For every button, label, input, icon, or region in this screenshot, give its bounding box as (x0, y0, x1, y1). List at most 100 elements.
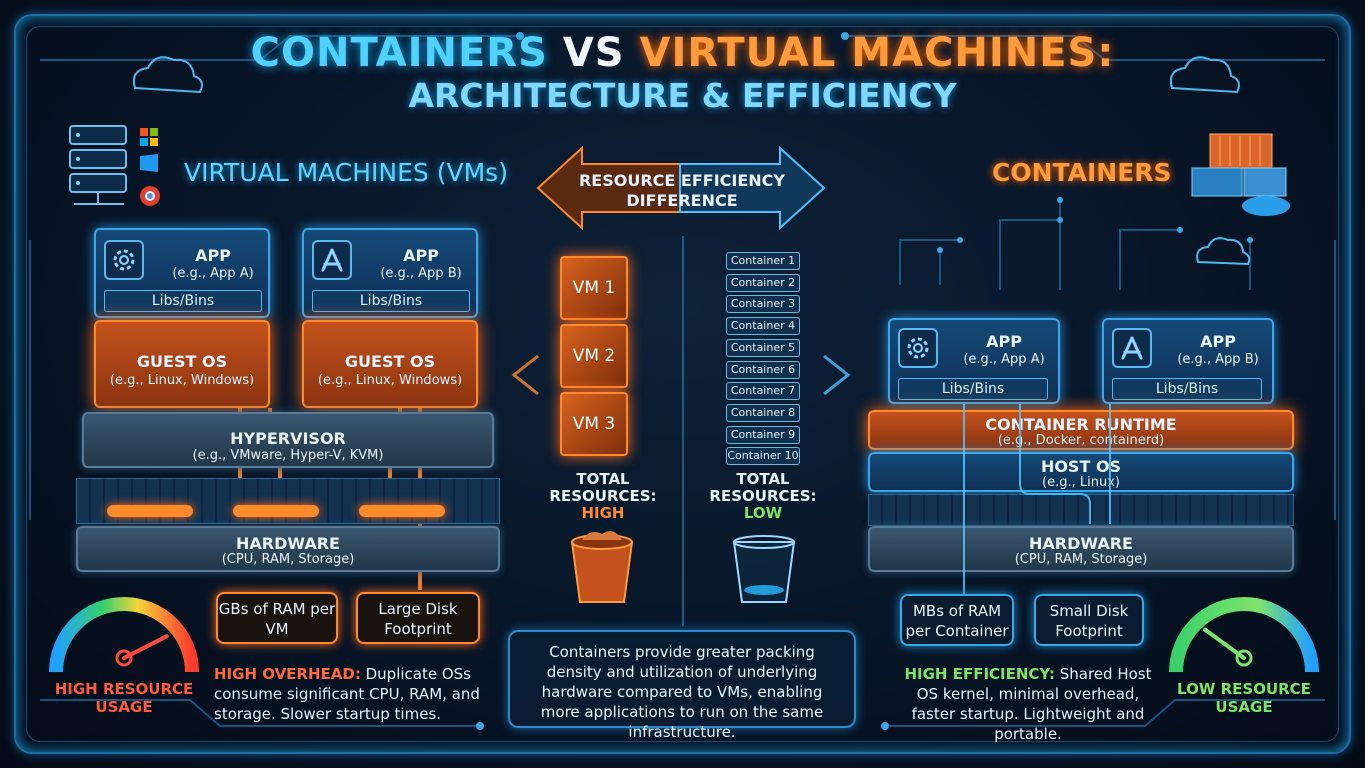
ct-app-b-libs: Libs/Bins (1112, 378, 1262, 400)
vm-disk-callout: Large Disk Footprint (356, 592, 480, 644)
container-pill: Container 2 (726, 273, 800, 292)
vm-total-line2: RESOURCES: (549, 487, 657, 505)
guest-os-a-title: GUEST OS (136, 352, 228, 371)
vm-hardware-board (76, 478, 500, 524)
center-divider (682, 236, 684, 626)
vm-note-bold: HIGH OVERHEAD: (214, 665, 361, 683)
vm-overhead-note: HIGH OVERHEAD: Duplicate OSs consume sig… (214, 664, 484, 724)
ct-ram-callout: MBs of RAM per Container (900, 594, 1014, 646)
ct-total-line1: TOTAL (736, 470, 790, 488)
gauge-label-line2: USAGE (1215, 698, 1273, 716)
outer-frame (14, 14, 1351, 754)
ct-app-a-example: (e.g., App A) (963, 352, 1045, 367)
full-cup-icon (570, 531, 634, 603)
ct-app-b-box: APP (e.g., App B) Libs/Bins (1102, 318, 1274, 404)
vm-guest-os-b: GUEST OS (e.g., Linux, Windows) (302, 320, 478, 408)
ct-hardware-layer: HARDWARE (CPU, RAM, Storage) (868, 526, 1294, 572)
ct-note-text: Shared Host OS kernel, minimal overhead,… (911, 665, 1152, 743)
vm-app-a-example: (e.g., App A) (172, 266, 254, 281)
container-pill: Container 5 (726, 338, 800, 357)
gear-icon (898, 328, 938, 368)
empty-cup-icon (732, 535, 796, 603)
host-os-example: (e.g., Linux) (1042, 475, 1120, 490)
vm-section-heading: VIRTUAL MACHINES (VMs) (184, 158, 508, 187)
vm-app-b-box: APP (e.g., App B) Libs/Bins (302, 228, 478, 318)
vm-hardware-title: HARDWARE (236, 534, 340, 553)
app-store-icon (312, 240, 352, 280)
shipping-container-icon (1191, 133, 1290, 216)
ct-disk-callout: Small Disk Footprint (1034, 594, 1144, 646)
gauge-label-line1: HIGH RESOURCE (54, 680, 194, 698)
inner-frame (26, 26, 1339, 742)
gauge-label-line2: USAGE (95, 698, 153, 716)
ct-total-line2: RESOURCES: (709, 487, 817, 505)
summary-box: Containers provide greater packing densi… (508, 630, 856, 741)
ct-connector-lines (963, 404, 1111, 594)
title-vs: VS (562, 30, 625, 76)
server-os-icon (69, 125, 160, 206)
low-usage-label: LOW RESOURCE USAGE (1164, 680, 1324, 716)
ct-efficiency-note: HIGH EFFICIENCY: Shared Host OS kernel, … (900, 664, 1156, 744)
container-pill: Container 8 (726, 403, 800, 422)
runtime-title: CONTAINER RUNTIME (985, 415, 1177, 434)
host-os-title: HOST OS (1040, 457, 1122, 476)
side-chevrons (511, 354, 851, 396)
vm-app-b-example: (e.g., App B) (380, 266, 462, 281)
container-pill: Container 7 (726, 382, 800, 401)
double-arrow (536, 145, 826, 231)
vm-app-b-libs: Libs/Bins (312, 290, 470, 312)
gauge-label-line1: LOW RESOURCE (1177, 680, 1311, 698)
ct-total-resources: TOTAL RESOURCES: LOW (708, 471, 818, 522)
vm-total-level: HIGH (581, 504, 625, 522)
vm-cube-2: VM 2 (560, 324, 628, 388)
title-vms: VIRTUAL MACHINES: (639, 30, 1115, 76)
container-pill: Container 6 (726, 360, 800, 379)
container-pill: Container 9 (726, 425, 800, 444)
container-pill: Container 3 (726, 295, 800, 314)
gear-icon (104, 240, 144, 280)
title-containers: CONTAINERS (250, 30, 548, 76)
ct-note-bold: HIGH EFFICIENCY: (904, 665, 1055, 683)
arrow-label-line2: DIFFERENCE (626, 191, 738, 210)
vm-app-a-box: APP (e.g., App A) Libs/Bins (94, 228, 270, 318)
runtime-example: (e.g., Docker, containerd) (997, 433, 1165, 448)
ct-hardware-title: HARDWARE (1029, 534, 1133, 553)
vm-total-resources: TOTAL RESOURCES: HIGH (548, 471, 658, 522)
ct-total-level: LOW (743, 504, 783, 522)
guest-os-a-example: (e.g., Linux, Windows) (109, 373, 255, 388)
ct-app-a-box: APP (e.g., App A) Libs/Bins (888, 318, 1060, 404)
arrow-label-line1: RESOURCE EFFICIENCY (578, 171, 785, 190)
host-os-layer: HOST OS (e.g., Linux) (868, 452, 1294, 492)
ct-app-b-title: APP (1200, 332, 1236, 351)
container-pill: Container 1 (726, 252, 800, 270)
low-usage-gauge (1169, 597, 1319, 673)
vm-hardware-layer: HARDWARE (CPU, RAM, Storage) (76, 526, 500, 572)
container-pill: Container 4 (726, 317, 800, 336)
high-usage-gauge (49, 597, 199, 673)
vm-cube-1: VM 1 (560, 256, 628, 320)
hypervisor-layer: HYPERVISOR (e.g., VMware, Hyper-V, KVM) (82, 412, 494, 468)
high-usage-label: HIGH RESOURCE USAGE (44, 680, 204, 716)
ct-app-a-title: APP (986, 332, 1022, 351)
container-pill: Container 10 (726, 447, 800, 466)
hypervisor-example: (e.g., VMware, Hyper-V, KVM) (192, 448, 384, 463)
page-subtitle: ARCHITECTURE & EFFICIENCY (408, 76, 957, 115)
guest-os-b-example: (e.g., Linux, Windows) (317, 373, 463, 388)
guest-os-b-title: GUEST OS (344, 352, 436, 371)
ct-app-b-example: (e.g., App B) (1177, 352, 1259, 367)
app-store-icon (1112, 328, 1152, 368)
ct-app-a-libs: Libs/Bins (898, 378, 1048, 400)
vm-guest-os-a: GUEST OS (e.g., Linux, Windows) (94, 320, 270, 408)
hypervisor-title: HYPERVISOR (230, 429, 346, 448)
ct-hardware-example: (CPU, RAM, Storage) (1014, 552, 1148, 567)
ct-hardware-board (868, 494, 1294, 526)
page-title: CONTAINERS VS VIRTUAL MACHINES: (0, 30, 1365, 76)
vm-note-text: Duplicate OSs consume significant CPU, R… (214, 665, 480, 723)
vm-total-line1: TOTAL (576, 470, 630, 488)
vm-hardware-example: (CPU, RAM, Storage) (221, 552, 355, 567)
vm-app-b-title: APP (403, 246, 439, 265)
vm-cube-3: VM 3 (560, 392, 628, 456)
containers-section-heading: CONTAINERS (992, 158, 1172, 187)
